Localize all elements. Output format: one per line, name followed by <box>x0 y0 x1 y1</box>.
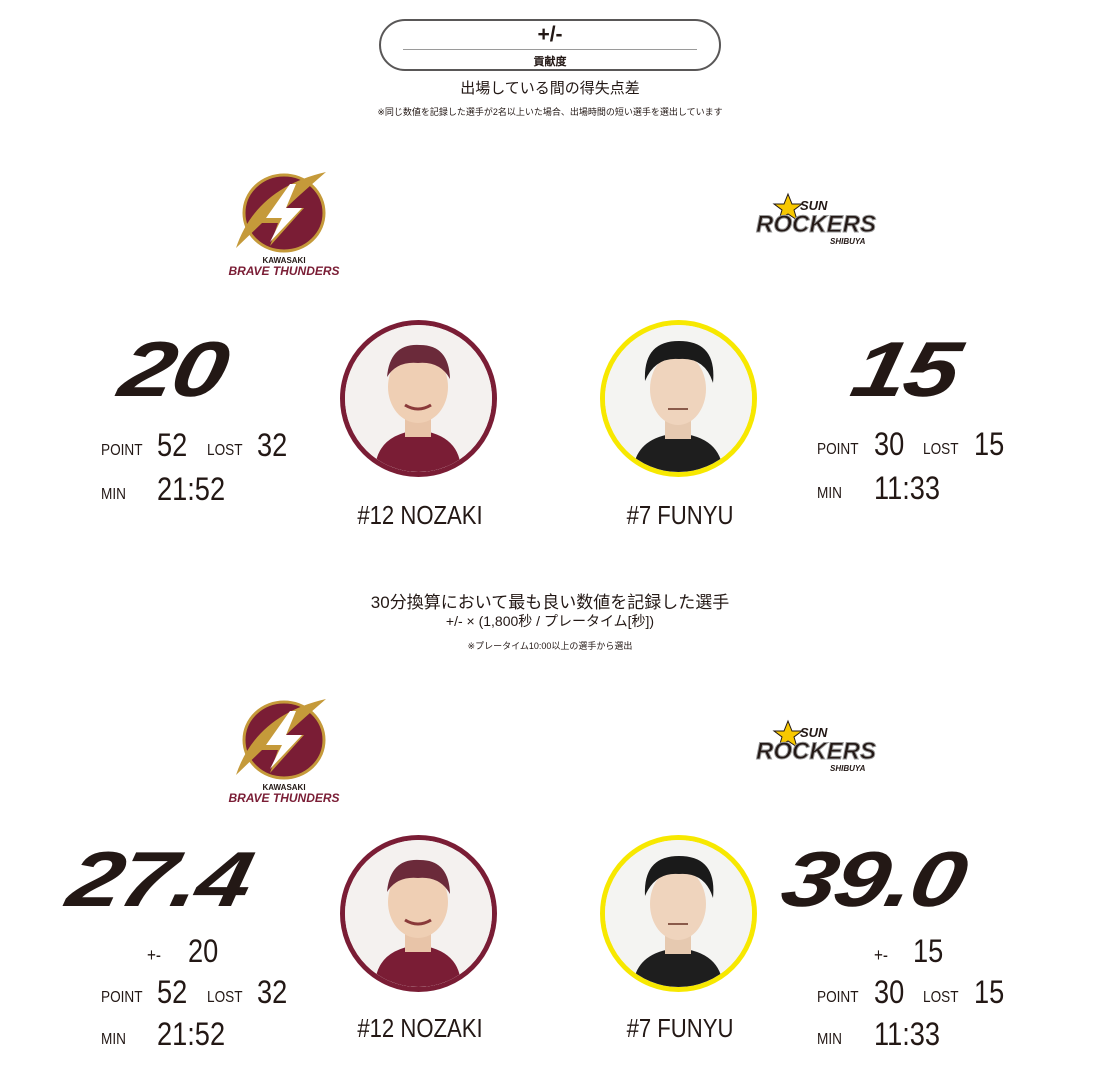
home-min-value: 21:52 <box>157 1016 226 1052</box>
svg-text:BRAVE THUNDERS: BRAVE THUNDERS <box>228 791 339 805</box>
home-point-label: POINT <box>101 442 143 459</box>
away-point-label: POINT <box>817 989 859 1006</box>
section2-note: ※プレータイム10:00以上の選手から選出 <box>467 641 633 651</box>
pill-divider <box>403 49 697 50</box>
home-per30-score: 27.4 <box>60 835 259 923</box>
player-portrait-icon <box>605 325 752 472</box>
home-lost-label: LOST <box>207 989 243 1006</box>
away-plusminus-label: +- <box>874 945 889 965</box>
player-photo-funyu <box>600 835 757 992</box>
section2-formula: +/- × (1,800秒 / プレータイム[秒]) <box>445 613 655 629</box>
brave-thunders-logo: KAWASAKI BRAVE THUNDERS <box>226 695 346 805</box>
away-min-label: MIN <box>817 485 842 502</box>
away-lost-label: LOST <box>923 989 959 1006</box>
player-photo-funyu <box>600 320 757 477</box>
player-name-funyu: #7 FUNYU <box>626 1013 734 1043</box>
away-lost-label: LOST <box>923 441 959 458</box>
svg-text:SHIBUYA: SHIBUYA <box>830 237 866 246</box>
away-min-value: 11:33 <box>874 470 941 506</box>
home-point-label: POINT <box>101 989 143 1006</box>
player-portrait-icon <box>345 325 492 472</box>
away-point-value: 30 <box>874 974 905 1010</box>
home-plusminus-value: 20 <box>188 933 219 969</box>
svg-text:KAWASAKI: KAWASAKI <box>262 256 305 265</box>
home-plusminus-label: +- <box>147 945 162 965</box>
svg-text:SUN: SUN <box>800 725 828 740</box>
away-min-label: MIN <box>817 1031 842 1048</box>
player-photo-nozaki <box>340 320 497 477</box>
lightning-bolt-icon: KAWASAKI BRAVE THUNDERS <box>228 699 340 805</box>
category-title: +/- <box>537 23 563 46</box>
category-subtitle: 貢献度 <box>533 56 567 68</box>
away-lost-value: 15 <box>974 974 1005 1010</box>
sun-rockers-logo: SUN ROCKERS SHIBUYA <box>750 190 890 250</box>
away-per30-score: 39.0 <box>774 835 973 923</box>
star-icon <box>772 192 804 222</box>
player-name-funyu: #7 FUNYU <box>626 500 734 530</box>
home-lost-value: 32 <box>257 974 288 1010</box>
brave-thunders-logo: KAWASAKI BRAVE THUNDERS <box>226 168 346 278</box>
home-point-value: 52 <box>157 974 188 1010</box>
svg-text:KAWASAKI: KAWASAKI <box>262 783 305 792</box>
away-plusminus-value: 15 <box>913 933 944 969</box>
player-portrait-icon <box>345 840 492 987</box>
svg-text:ROCKERS: ROCKERS <box>756 211 876 238</box>
section1-description: 出場している間の得失点差 <box>460 80 640 97</box>
svg-text:SUN: SUN <box>800 198 828 213</box>
section2-description: 30分換算において最も良い数値を記録した選手 <box>370 593 730 612</box>
home-lost-value: 32 <box>257 427 288 463</box>
home-point-value: 52 <box>157 427 188 463</box>
home-min-value: 21:52 <box>157 471 226 507</box>
svg-text:SHIBUYA: SHIBUYA <box>830 764 866 773</box>
player-photo-nozaki <box>340 835 497 992</box>
home-min-label: MIN <box>101 1031 126 1048</box>
player-name-nozaki: #12 NOZAKI <box>357 500 483 530</box>
section1-note: ※同じ数値を記録した選手が2名以上いた場合、出場時間の短い選手を選出しています <box>377 107 723 117</box>
away-point-label: POINT <box>817 441 859 458</box>
category-pill: +/- 貢献度 <box>379 19 721 71</box>
away-min-value: 11:33 <box>874 1016 941 1052</box>
player-portrait-icon <box>605 840 752 987</box>
away-score: 15 <box>844 325 967 413</box>
player-name-nozaki: #12 NOZAKI <box>357 1013 483 1043</box>
home-score: 20 <box>112 325 235 413</box>
home-min-label: MIN <box>101 486 126 503</box>
svg-text:BRAVE THUNDERS: BRAVE THUNDERS <box>228 264 339 278</box>
home-lost-label: LOST <box>207 442 243 459</box>
sun-rockers-logo: SUN ROCKERS SHIBUYA <box>750 717 890 777</box>
away-point-value: 30 <box>874 426 905 462</box>
lightning-bolt-icon: KAWASAKI BRAVE THUNDERS <box>228 172 340 278</box>
away-lost-value: 15 <box>974 426 1005 462</box>
star-icon <box>772 719 804 749</box>
svg-text:ROCKERS: ROCKERS <box>756 738 876 765</box>
